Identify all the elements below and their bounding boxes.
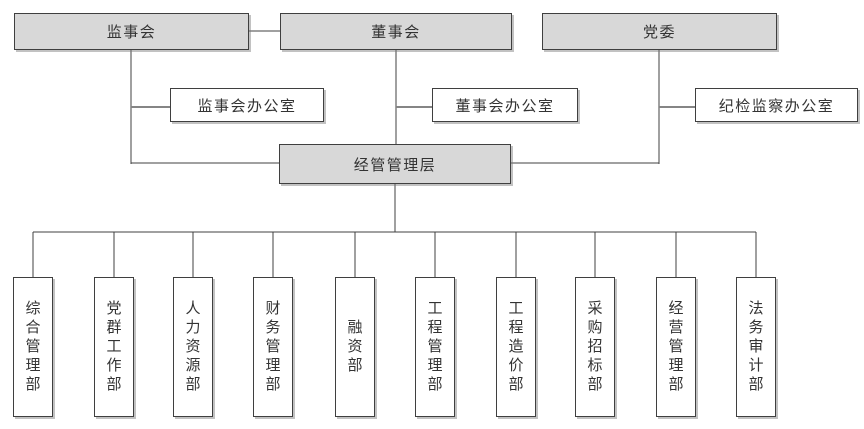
org-node-department: 法务审计部 bbox=[736, 277, 776, 417]
org-node-label: 党委 bbox=[642, 23, 676, 41]
org-node-management-layer: 经管管理层 bbox=[279, 144, 511, 184]
org-node-party-committee: 党委 bbox=[542, 13, 777, 50]
org-node-label: 纪检监察办公室 bbox=[718, 96, 835, 115]
org-node-department: 经营管理部 bbox=[656, 277, 696, 417]
org-node-label: 经营管理部 bbox=[666, 299, 685, 395]
org-node-label: 监事会 bbox=[106, 23, 157, 41]
org-node-label: 党群工作部 bbox=[104, 299, 123, 395]
org-node-board-of-directors: 董事会 bbox=[280, 13, 512, 50]
org-node-label: 财务管理部 bbox=[263, 299, 282, 395]
org-node-label: 法务审计部 bbox=[746, 299, 765, 395]
org-node-department: 工程造价部 bbox=[496, 277, 536, 417]
org-node-supervisory-board-office: 监事会办公室 bbox=[170, 88, 324, 122]
org-node-department: 财务管理部 bbox=[253, 277, 293, 417]
org-node-department: 工程管理部 bbox=[415, 277, 455, 417]
org-node-department: 党群工作部 bbox=[94, 277, 134, 417]
org-node-supervisory-board: 监事会 bbox=[14, 13, 249, 50]
org-node-label: 采购招标部 bbox=[585, 299, 604, 395]
org-node-department: 综合管理部 bbox=[13, 277, 53, 417]
org-node-label: 工程造价部 bbox=[506, 299, 525, 395]
org-node-label: 董事会 bbox=[371, 23, 421, 41]
org-node-label: 工程管理部 bbox=[425, 299, 444, 395]
org-node-board-office: 董事会办公室 bbox=[432, 88, 578, 122]
org-node-department: 人力资源部 bbox=[173, 277, 213, 417]
org-node-label: 综合管理部 bbox=[23, 299, 42, 395]
org-node-label: 融资部 bbox=[345, 318, 364, 376]
org-node-label: 董事会办公室 bbox=[455, 96, 555, 115]
org-node-department: 采购招标部 bbox=[575, 277, 615, 417]
org-node-label: 监事会办公室 bbox=[197, 96, 297, 115]
org-node-discipline-inspection-office: 纪检监察办公室 bbox=[695, 88, 858, 122]
org-node-label: 人力资源部 bbox=[183, 299, 202, 395]
org-node-label: 经管管理层 bbox=[353, 155, 437, 174]
org-node-department: 融资部 bbox=[335, 277, 375, 417]
